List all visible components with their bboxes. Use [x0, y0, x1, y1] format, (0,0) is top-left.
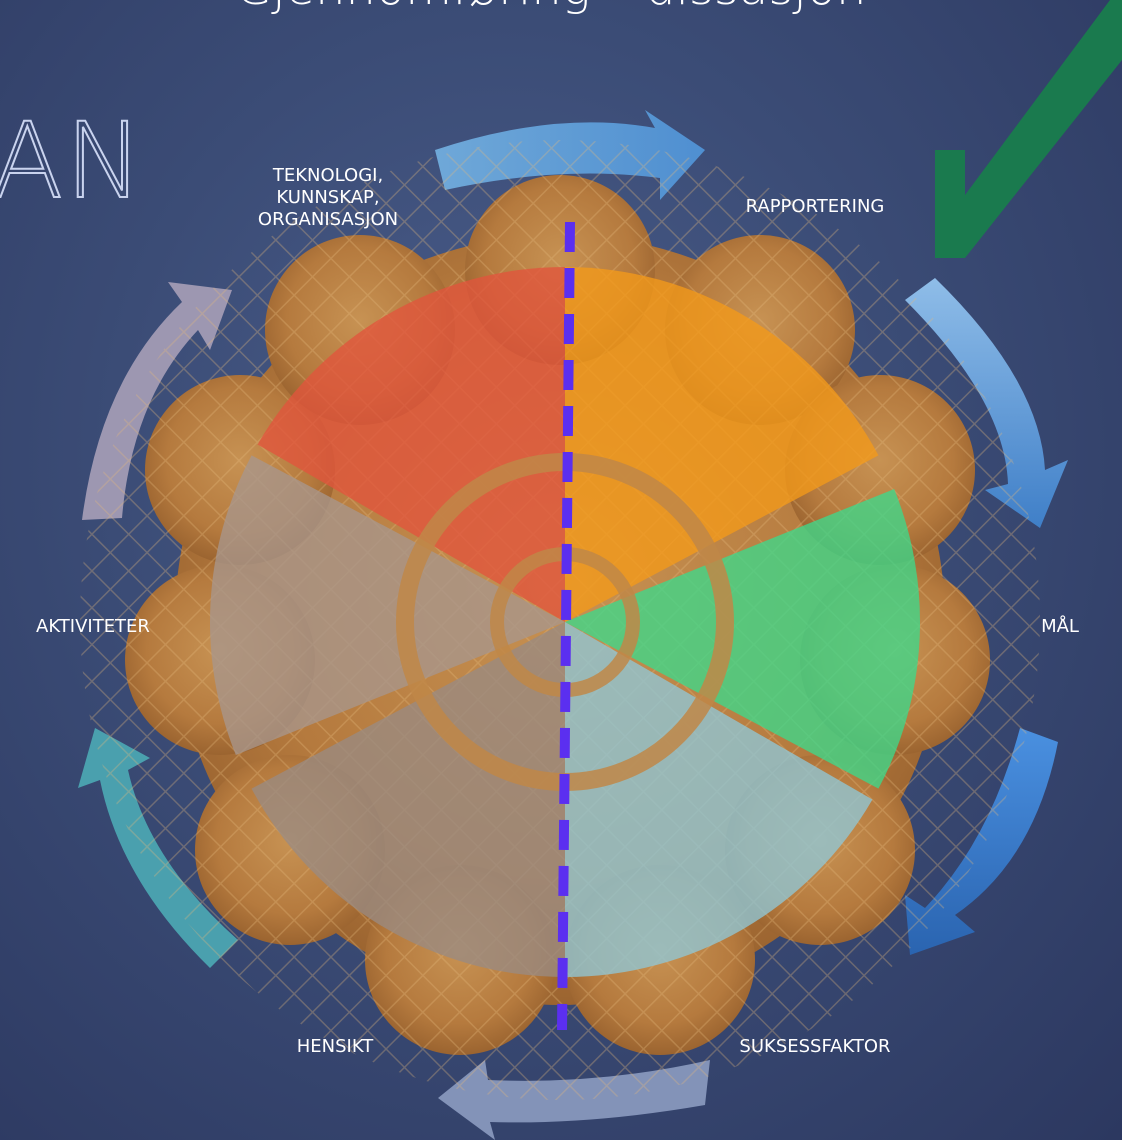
label-hensikt: HENSIKT — [270, 1036, 400, 1058]
checkmark-icon — [935, 0, 1122, 258]
label-teknologi: TEKNOLOGI, KUNNSKAP, ORGANISASJON — [228, 165, 428, 231]
label-rapportering: RAPPORTERING — [705, 196, 925, 218]
label-maal: MÅL — [1020, 616, 1100, 638]
label-aktiviteter: AKTIVITETER — [8, 616, 178, 638]
label-suksessfaktor: SUKSESSFAKTOR — [700, 1036, 930, 1058]
